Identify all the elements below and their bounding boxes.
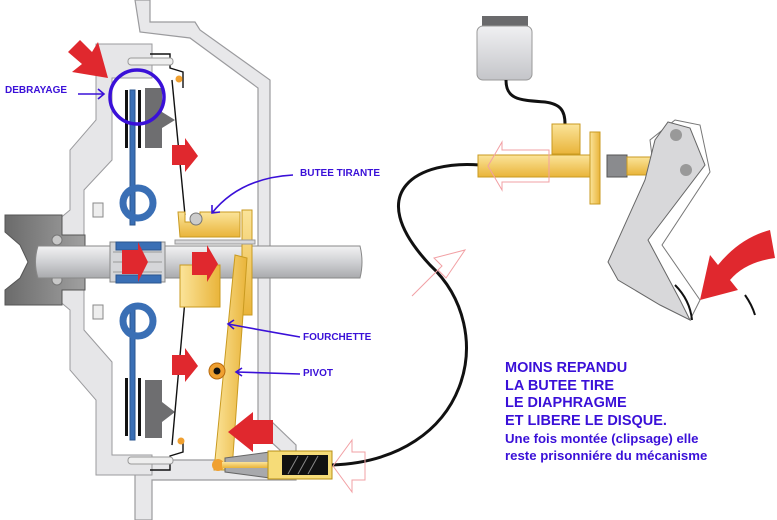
- cover-bolt-top: [127, 57, 174, 66]
- rivet-top: [175, 75, 183, 83]
- clutch-pedal: [607, 119, 775, 322]
- force-arrows: [68, 40, 273, 452]
- label-pointers: [78, 68, 301, 377]
- label-butee-tirante: BUTEE TIRANTE: [300, 168, 380, 179]
- fluid-reservoir: [476, 16, 567, 125]
- note-line: Une fois montée (clipsage) elle: [505, 431, 699, 446]
- friction-linings: [125, 90, 141, 436]
- note-line: MOINS REPANDU: [505, 360, 628, 376]
- label-fourchette: FOURCHETTE: [303, 332, 372, 343]
- label-pivot: PIVOT: [303, 368, 334, 379]
- slave-cylinder: [222, 450, 333, 480]
- cover-bolt-bottom: [127, 456, 174, 465]
- debrayage-highlight-circle: [108, 68, 166, 126]
- label-debrayage: DEBRAYAGE: [5, 85, 68, 96]
- note-line: reste prisonniére du mécanisme: [505, 448, 708, 463]
- note-line: ET LIBERE LE DISQUE.: [505, 412, 667, 429]
- rivet-bottom: [177, 437, 185, 445]
- hydraulic-line: [331, 162, 481, 467]
- pressure-flow-arrows: [332, 140, 550, 494]
- explanation-note: MOINS REPANDU LA BUTEE TIRE LE DIAPHRAGM…: [505, 360, 707, 464]
- note-line: LA BUTEE TIRE: [505, 377, 615, 394]
- note-line: LE DIAPHRAGME: [505, 395, 627, 411]
- pedal-push-arrow: [700, 230, 775, 300]
- pressure-plate: [145, 88, 175, 438]
- master-cylinder: [477, 123, 666, 205]
